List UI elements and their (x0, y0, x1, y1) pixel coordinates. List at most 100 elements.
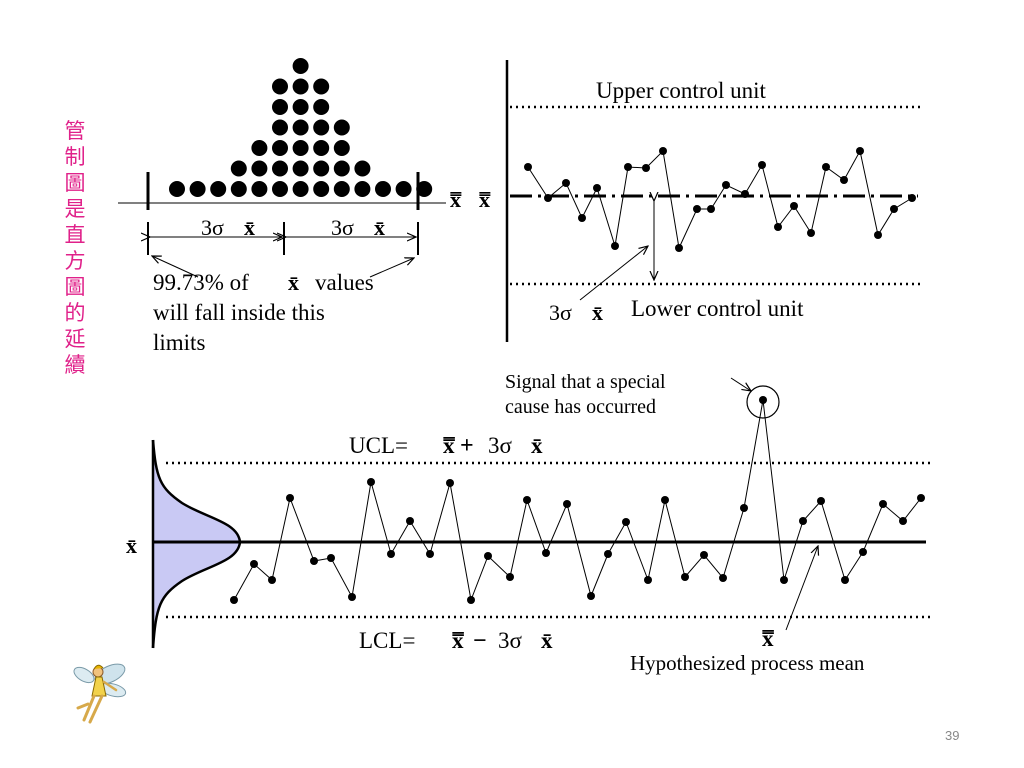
sample-point (774, 223, 782, 231)
sample-point (578, 214, 586, 222)
mean-label: Hypothesized process mean (630, 651, 865, 675)
sample-point (348, 593, 356, 601)
histogram-dot (292, 119, 309, 136)
bottom-sample-points (230, 396, 925, 604)
sample-point (758, 161, 766, 169)
sample-point (593, 184, 601, 192)
histogram-dot (230, 181, 247, 197)
bottom-control-chart: x̄ (126, 371, 930, 675)
histogram-dot (251, 160, 268, 177)
normal-curve-fill (153, 440, 240, 648)
histogram-dot (272, 99, 288, 115)
sample-point (840, 176, 848, 184)
histogram-dot (169, 181, 185, 197)
sample-point (230, 596, 238, 604)
signal-text-line-2: cause has occurred (505, 396, 656, 418)
histogram-dot (292, 181, 309, 197)
top-control-chart: x̿ x̿ (450, 60, 920, 342)
xbar-symbol: x̄ (288, 270, 299, 295)
sample-point (624, 163, 632, 171)
histogram-dot (230, 160, 247, 177)
sample-point (799, 517, 807, 525)
sample-point (387, 550, 395, 558)
sample-point (822, 163, 830, 171)
histogram-dot (189, 181, 206, 197)
sample-point (642, 164, 650, 172)
sample-point (661, 496, 669, 504)
histogram-dot (313, 99, 330, 115)
histogram-dot (292, 160, 309, 177)
sample-point (446, 479, 454, 487)
ucl-prefix: UCL= (349, 433, 408, 458)
sample-point (740, 504, 748, 512)
caption-line-2: will fall inside this (153, 300, 325, 325)
xdoublebar-symbol: x̿ (450, 187, 462, 212)
sample-point (484, 552, 492, 560)
three-sigma-pointer-arrow (579, 246, 648, 301)
caption-arrow-right (369, 258, 414, 278)
sample-point (807, 229, 815, 237)
histogram-dot (272, 140, 288, 156)
sample-point (790, 202, 798, 210)
histogram-dot (395, 181, 412, 197)
sample-point (327, 554, 335, 562)
histogram-dot (292, 99, 309, 115)
sample-point (741, 190, 749, 198)
ucl-sigma: 3σ (488, 433, 513, 458)
fairy-clipart-icon (73, 663, 127, 724)
sample-point (700, 551, 708, 559)
sample-point (719, 574, 727, 582)
histogram-dot (251, 181, 268, 197)
sample-point (406, 517, 414, 525)
lcl-prefix: LCL= (359, 628, 415, 653)
sample-point (917, 494, 925, 502)
xbar-symbol: x̄ (244, 215, 255, 240)
sample-point (659, 147, 667, 155)
histogram-dot (313, 78, 330, 95)
histogram-dot (333, 140, 350, 156)
bottom-process-line (233, 399, 922, 602)
sample-point (542, 549, 550, 557)
lower-control-label: Lower control unit (631, 296, 804, 321)
slide-side-title: 管制圖是直方圖的延續 (64, 119, 86, 377)
histogram-dot (375, 181, 391, 197)
histogram-dot (333, 160, 350, 177)
sample-point (675, 244, 683, 252)
top-sample-points (524, 147, 916, 252)
signal-highlight-circle (746, 385, 780, 419)
caption-values: values (315, 270, 374, 295)
histogram-dot (292, 140, 309, 156)
three-sigma-label: 3σ (549, 300, 572, 325)
lcl-sigma: 3σ (498, 628, 523, 653)
sample-point (563, 500, 571, 508)
sample-point (681, 573, 689, 581)
sigma-left-label: 3σ (201, 215, 224, 240)
histogram-dot (272, 78, 288, 95)
lcl-minus: − (473, 628, 487, 654)
xdoublebar-symbol: x̿ (762, 626, 774, 651)
histogram-dot (313, 140, 330, 156)
sample-point (524, 163, 532, 171)
xbar-symbol: x̄ (592, 300, 603, 325)
histogram-dot (416, 181, 433, 197)
top-process-line (527, 149, 913, 250)
sample-point (856, 147, 864, 155)
sample-point (841, 576, 849, 584)
histogram-dot (354, 181, 371, 197)
ucl-plus: + (460, 433, 474, 459)
histogram-dot (333, 119, 350, 136)
histogram-dot (333, 181, 350, 197)
sample-point (467, 596, 475, 604)
xbar-axis-symbol: x̄ (126, 533, 137, 558)
xdoublebar-symbol: x̿ (452, 628, 464, 653)
sample-point (506, 573, 514, 581)
sample-point (859, 548, 867, 556)
sample-point (611, 242, 619, 250)
sigma-right-label: 3σ (331, 215, 354, 240)
sample-point (817, 497, 825, 505)
sample-point (879, 500, 887, 508)
sample-point (286, 494, 294, 502)
histogram-dot (292, 78, 309, 95)
sample-point (644, 576, 652, 584)
sample-point (707, 205, 715, 213)
